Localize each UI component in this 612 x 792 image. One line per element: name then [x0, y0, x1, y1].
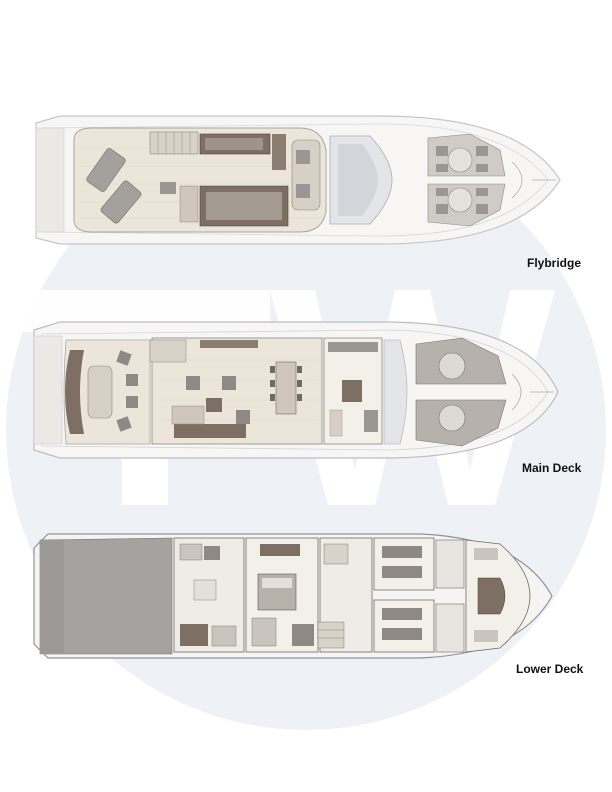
helm-station [383, 339, 408, 445]
stairs [149, 339, 187, 363]
stairs [317, 621, 345, 649]
guest-cabin-port [373, 537, 435, 591]
bow-sunpads [427, 133, 506, 227]
bathroom [435, 539, 465, 589]
aft-table [87, 365, 113, 419]
dining-table [275, 361, 297, 415]
sunlounger [86, 148, 126, 192]
bathroom [435, 603, 465, 653]
bow-sunpads [415, 337, 507, 447]
guest-cabin-starboard [373, 599, 435, 653]
lower-deck-label: Lower Deck [516, 662, 584, 676]
main-deck-label: Main Deck [522, 461, 582, 475]
coffee-table [206, 398, 222, 412]
vip-bed [477, 577, 506, 615]
aft-sofa [65, 350, 84, 434]
flybridge-label: Flybridge [527, 256, 582, 270]
salon-sofa [174, 424, 246, 438]
sunlounger [100, 180, 142, 224]
dining-table [179, 185, 199, 223]
